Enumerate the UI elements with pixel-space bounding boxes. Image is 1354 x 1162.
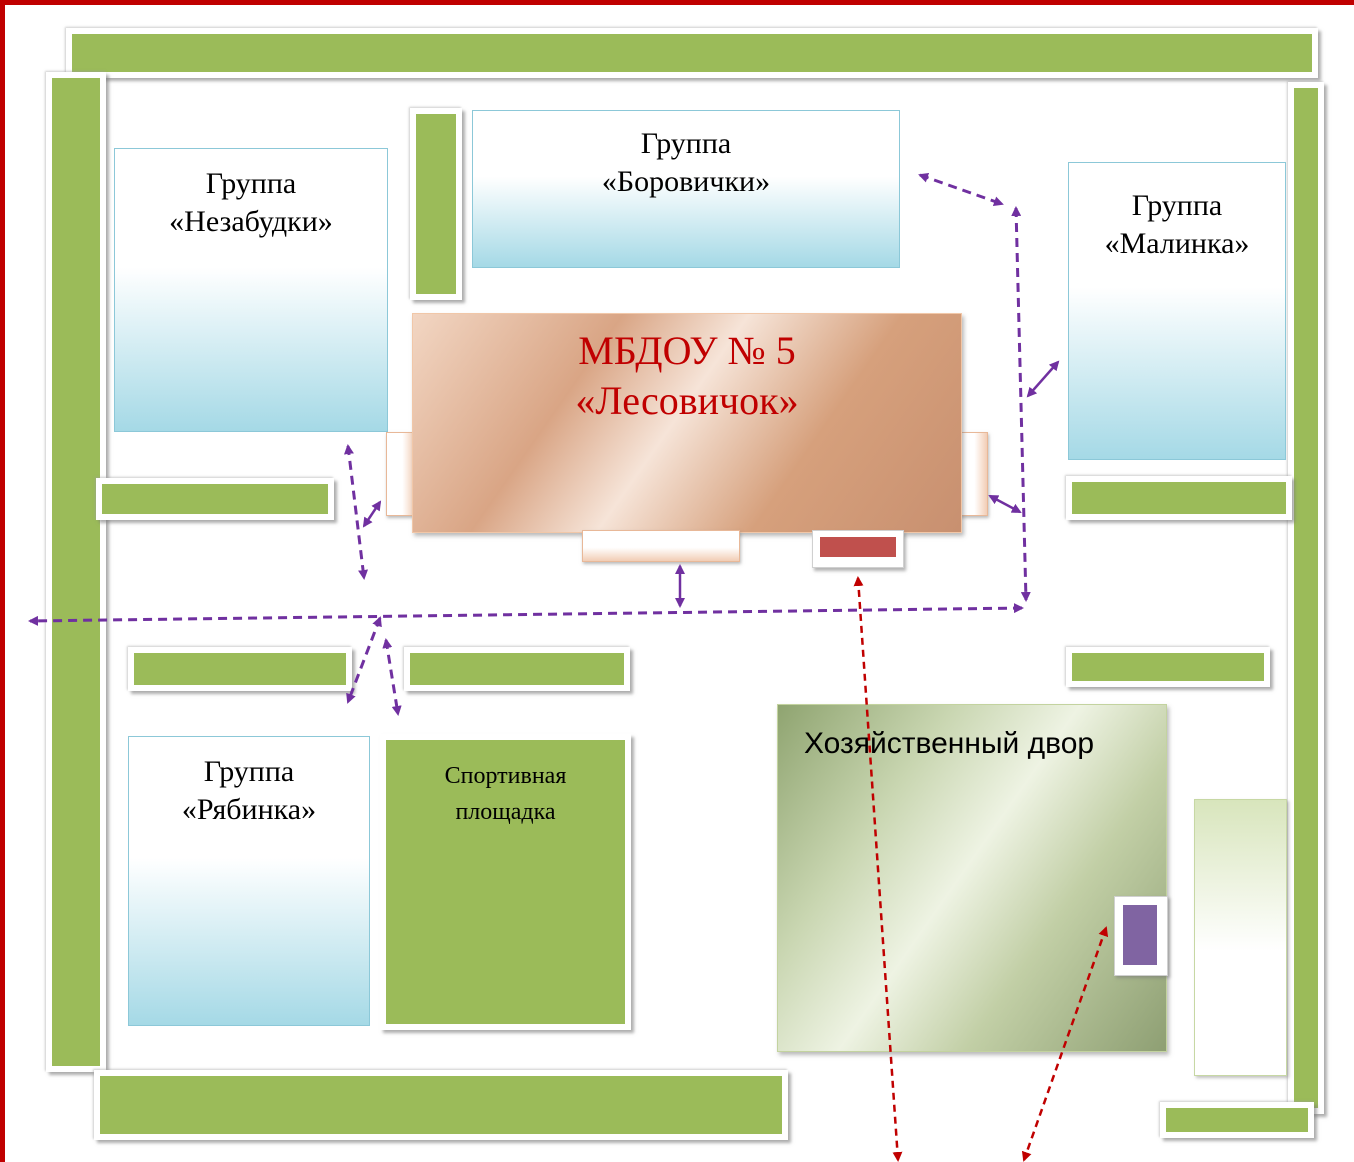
frame-border-left [0, 0, 5, 1162]
hedge-bottom-right [1160, 1102, 1314, 1138]
frame-border-top [0, 0, 1354, 5]
building-annex-left [386, 432, 416, 516]
utility-gate [1114, 896, 1168, 976]
main-entrance-marker [820, 537, 896, 557]
utility-yard-green-area [1194, 799, 1287, 1076]
group-nezabudki: Группа «Незабудки» [114, 148, 388, 432]
hedge-right-middle [1066, 476, 1292, 520]
main-building-title-line1: МБДОУ № 5 [578, 328, 796, 373]
child-route-sport [382, 638, 402, 716]
utility-gate-marker [1123, 905, 1157, 965]
main-entrance [812, 530, 904, 568]
child-route-main-path [28, 603, 1024, 626]
child-route-malinka [1026, 360, 1060, 398]
group-ryabinka-line1: Группа [203, 755, 295, 788]
hedge-top [66, 28, 1318, 78]
sport-area: Спортивная площадка [380, 734, 631, 1030]
hedge-right [1288, 82, 1324, 1114]
group-borovichki: Группа «Боровички» [472, 110, 900, 268]
group-borovichki-line2: «Боровички» [601, 165, 771, 198]
hedge-lower-center [404, 647, 630, 691]
main-building-title-line2: «Лесовичок» [575, 378, 799, 423]
group-ryabinka-line2: «Рябинка» [181, 793, 317, 826]
hedge-lower-left [128, 647, 352, 691]
building-annex-bottom [582, 530, 740, 562]
child-route-ryabinka [346, 616, 382, 704]
hedge-center-vertical [410, 108, 462, 300]
sport-area-line1: Спортивная [444, 763, 567, 789]
hedge-left-middle [96, 478, 334, 520]
hedge-left [46, 72, 106, 1072]
utility-yard-label: Хозяйственный двор [804, 727, 1095, 760]
group-ryabinka: Группа «Рябинка» [128, 736, 370, 1026]
child-route-east-path [1011, 206, 1031, 602]
child-route-building-west [362, 500, 382, 528]
child-route-nezabudki [343, 444, 369, 580]
child-route-building-east [988, 494, 1022, 514]
group-nezabudki-line1: Группа [205, 167, 297, 200]
group-malinka-line1: Группа [1131, 189, 1223, 222]
main-building: МБДОУ № 5 «Лесовичок» [412, 313, 962, 533]
hedge-bottom [94, 1070, 788, 1140]
group-nezabudki-line2: «Незабудки» [169, 205, 333, 238]
child-route-borovichki [918, 172, 1004, 207]
sport-area-line2: площадка [455, 799, 556, 825]
utility-yard: Хозяйственный двор [777, 704, 1167, 1052]
group-malinka: Группа «Малинка» [1068, 162, 1286, 460]
group-borovichki-line1: Группа [640, 127, 732, 160]
building-annex-right [958, 432, 988, 516]
group-malinka-line2: «Малинка» [1104, 227, 1250, 260]
hedge-lower-right [1066, 647, 1270, 687]
